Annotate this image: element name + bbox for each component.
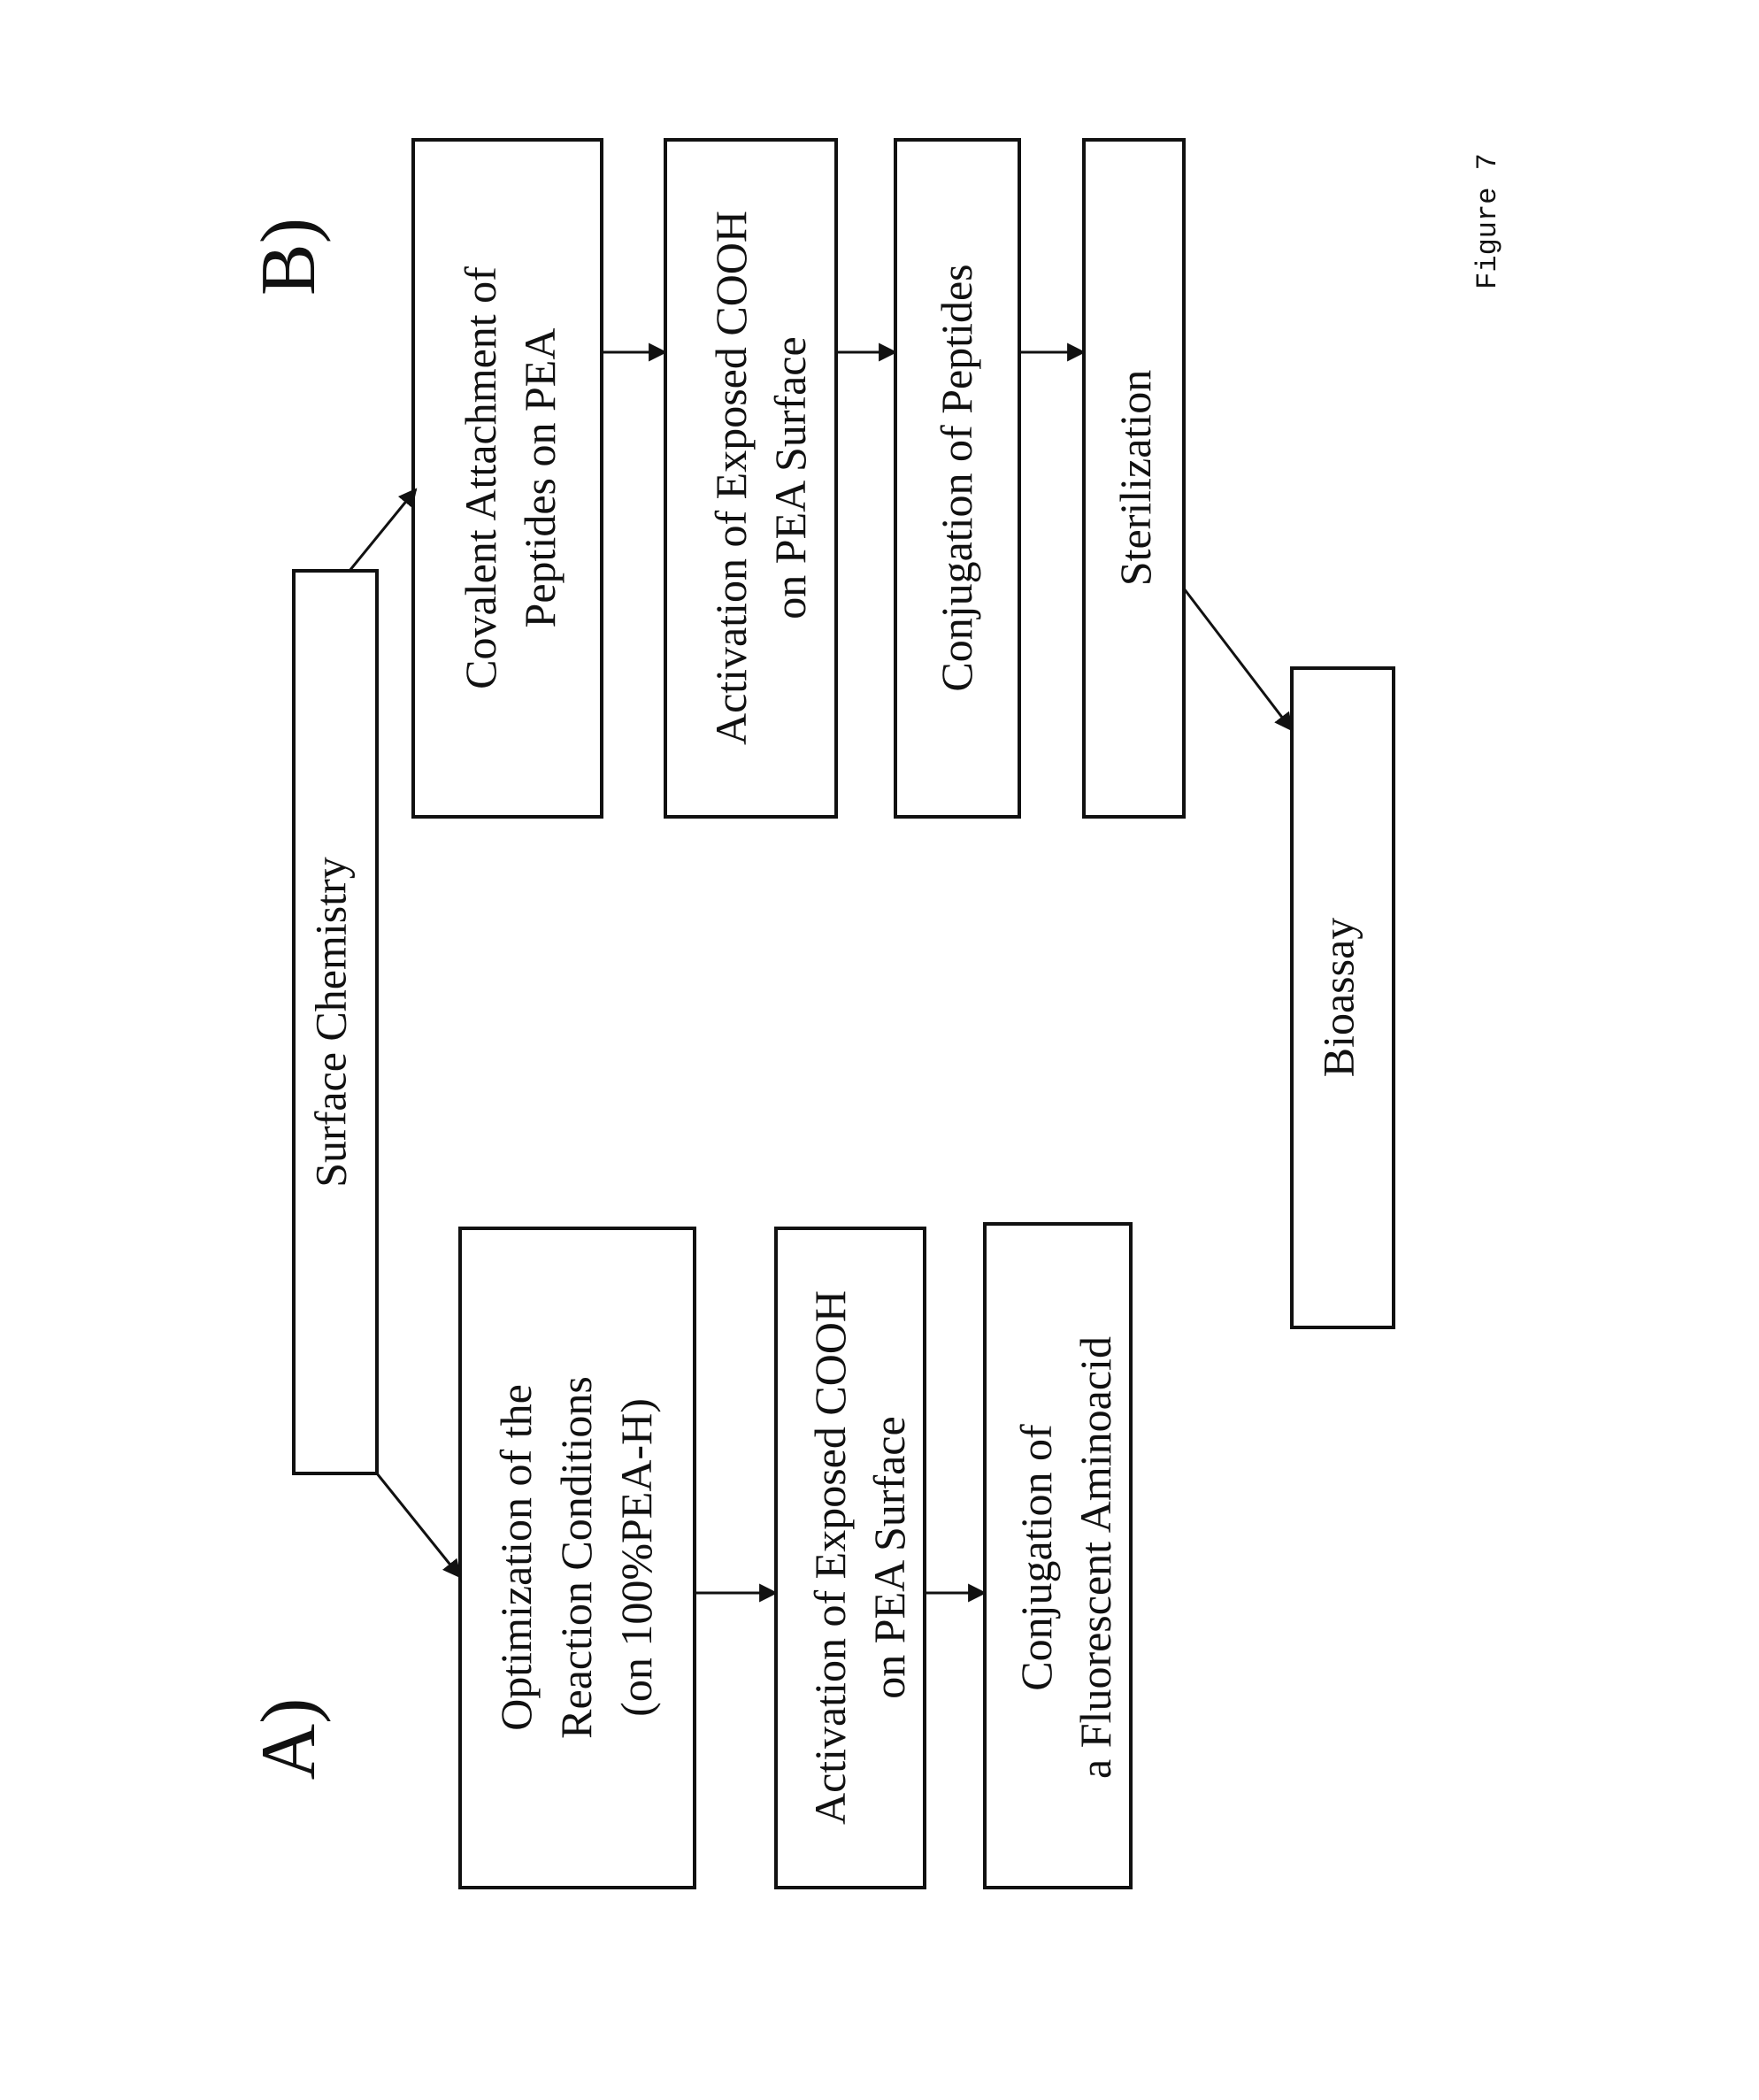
branch-b-step-2-line-1: Activation of Exposed COOH xyxy=(706,211,756,745)
branch-a-step-1-line-2: Reaction Conditions xyxy=(551,1376,601,1739)
branch-b-step-4-box: Sterilization xyxy=(1084,140,1184,817)
branch-b-step-1-box: Covalent Attachment of Peptides on PEA xyxy=(413,140,602,817)
branch-a-step-1-box: Optimization of the Reaction Conditions … xyxy=(460,1228,695,1888)
branch-b-step-1-line-2: Peptides on PEA xyxy=(515,328,565,628)
branch-a-step-3-line-1: Conjugation of xyxy=(1011,1424,1061,1691)
branch-a-step-1-line-3: (on 100%PEA-H) xyxy=(611,1398,661,1717)
arrow-root-to-a xyxy=(377,1473,460,1577)
branch-b-step-3-box: Conjugation of Peptides xyxy=(895,140,1019,817)
branch-b-step-3-line-1: Conjugation of Peptides xyxy=(932,264,981,691)
branch-a-step-3-box: Conjugation of a Fluorescent Aminoacid xyxy=(985,1224,1131,1888)
branch-b-step-4-line-1: Sterilization xyxy=(1110,370,1160,586)
section-a-label: A) xyxy=(246,1698,332,1781)
figure-label: Figure 7 xyxy=(1471,153,1504,289)
branch-a-step-2-line-1: Activation of Exposed COOH xyxy=(805,1290,855,1825)
branch-a-step-2-box: Activation of Exposed COOH on PEA Surfac… xyxy=(776,1228,925,1888)
bioassay-box: Bioassay xyxy=(1292,668,1394,1327)
surface-chemistry-label: Surface Chemistry xyxy=(305,857,355,1188)
arrow-root-to-b xyxy=(349,489,416,571)
branch-b-step-1-line-1: Covalent Attachment of xyxy=(456,266,505,689)
surface-chemistry-box: Surface Chemistry xyxy=(294,571,377,1473)
branch-b-step-2-line-2: on PEA Surface xyxy=(765,336,815,619)
branch-b-step-2-box: Activation of Exposed COOH on PEA Surfac… xyxy=(665,140,836,817)
bioassay-label: Bioassay xyxy=(1313,918,1363,1078)
branch-a-step-1-line-1: Optimization of the xyxy=(491,1384,541,1731)
section-b-label: B) xyxy=(246,218,332,296)
branch-a-step-2-line-2: on PEA Surface xyxy=(864,1416,914,1698)
arrow-b4-to-bioassay xyxy=(1184,588,1292,730)
branch-a-step-3-line-2: a Fluorescent Aminoacid xyxy=(1071,1336,1120,1779)
